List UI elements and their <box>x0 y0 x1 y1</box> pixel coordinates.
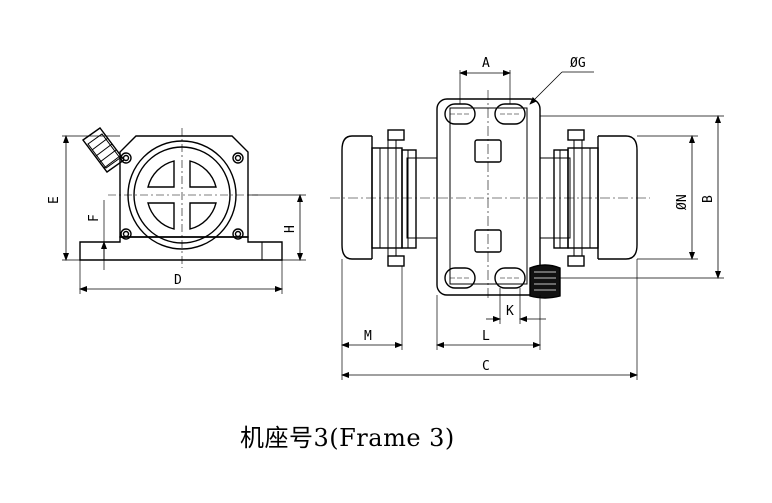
dim-label-h: H <box>283 225 298 233</box>
dim-label-b: B <box>701 195 716 203</box>
front-view <box>330 70 724 380</box>
dim-label-a: A <box>482 56 490 71</box>
side-body <box>119 135 249 238</box>
side-vent-openings <box>147 160 217 230</box>
dim-label-e: E <box>47 196 62 204</box>
side-view <box>62 127 306 294</box>
frame-caption: 机座号3(Frame 3) <box>240 424 455 452</box>
dim-label-m: M <box>364 329 372 344</box>
dim-label-k: K <box>506 304 514 319</box>
side-cable-gland <box>82 127 125 173</box>
front-left-cap <box>341 135 372 260</box>
slot-bottom-right <box>494 267 526 289</box>
side-corner-bolts <box>120 152 244 240</box>
slot-bottom-left <box>444 267 476 289</box>
dim-label-n: ØN <box>675 194 690 210</box>
dim-label-c: C <box>482 359 490 374</box>
dim-label-l: L <box>482 329 490 344</box>
front-mounting-plate <box>436 98 541 296</box>
dim-label-d: D <box>174 273 182 288</box>
dim-label-f: F <box>87 214 102 222</box>
dim-label-g: ØG <box>570 56 586 71</box>
front-cable-gland <box>529 264 561 299</box>
front-right-cap <box>598 135 638 260</box>
side-base-plate <box>79 236 283 261</box>
